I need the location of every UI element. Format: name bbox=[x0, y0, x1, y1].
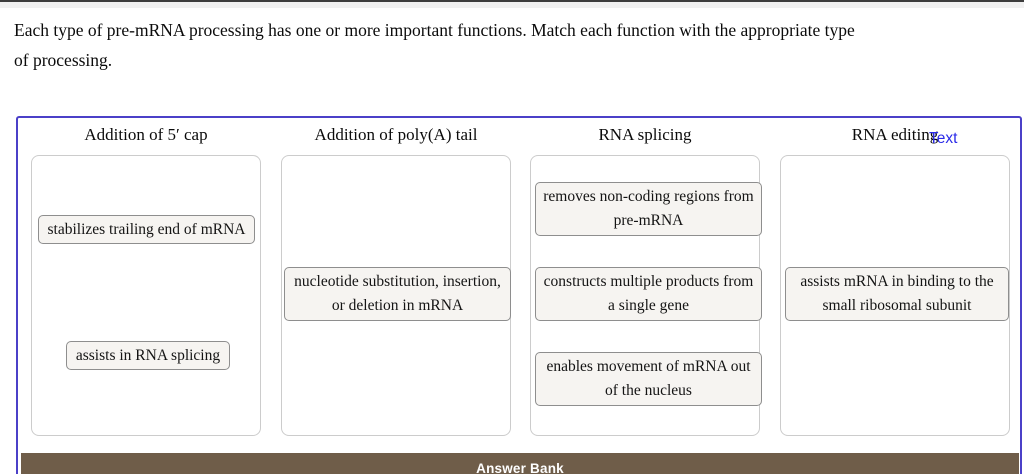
column-header-rna-splicing: RNA splicing bbox=[598, 125, 692, 144]
column-header-addition-polya-tail: Addition of poly(A) tail bbox=[314, 125, 478, 144]
drop-zone-addition-polya-tail[interactable]: nucleotide substitution, insertion, or d… bbox=[281, 155, 511, 436]
column-header-addition-5-cap: Addition of 5′ cap bbox=[84, 125, 208, 144]
instructions: Each type of pre-mRNA processing has one… bbox=[14, 15, 1004, 75]
answer-chip[interactable]: assists in RNA splicing bbox=[66, 341, 230, 370]
column-header-rna-editing: RNA editing bbox=[851, 125, 939, 144]
drop-zone-rna-splicing[interactable]: removes non-coding regions from pre-mRNA… bbox=[530, 155, 762, 436]
answer-chip[interactable]: enables movement of mRNA out of the nucl… bbox=[535, 352, 762, 406]
answer-chip[interactable]: assists mRNA in binding to the small rib… bbox=[785, 267, 1009, 321]
matching-board: Addition of 5′ cap Addition of poly(A) t… bbox=[16, 116, 1022, 474]
answer-bank-title: Answer Bank bbox=[476, 461, 564, 474]
answer-chip[interactable]: nucleotide substitution, insertion, or d… bbox=[284, 267, 511, 321]
answer-chip[interactable]: removes non-coding regions from pre-mRNA bbox=[535, 182, 762, 236]
answer-bank-header: Answer Bank bbox=[21, 453, 1019, 474]
instructions-line-2: of processing. bbox=[14, 50, 113, 70]
instructions-line-1: Each type of pre-mRNA processing has one… bbox=[14, 20, 855, 40]
answer-chip[interactable]: stabilizes trailing end of mRNA bbox=[38, 215, 255, 244]
answer-chip[interactable]: constructs multiple products from a sing… bbox=[535, 267, 762, 321]
top-bar bbox=[0, 0, 1024, 8]
drop-zone-addition-5-cap[interactable]: stabilizes trailing end of mRNA assists … bbox=[31, 155, 261, 436]
text-link[interactable]: Text bbox=[929, 130, 958, 147]
drop-zone-rna-editing[interactable]: assists mRNA in binding to the small rib… bbox=[780, 155, 1010, 436]
